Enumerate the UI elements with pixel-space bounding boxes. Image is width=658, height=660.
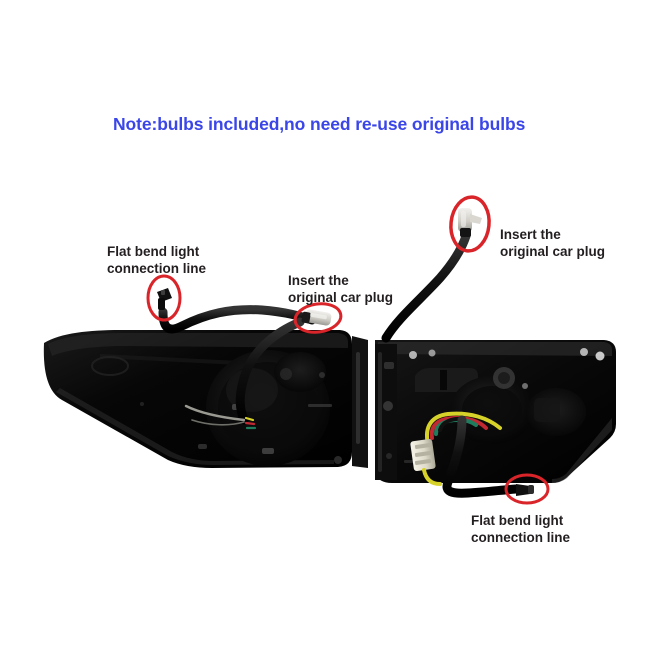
- left-panel-oval: [91, 356, 129, 376]
- callout-left-insert-plug: Insert the original car plug: [288, 272, 393, 306]
- right-recess-divider: [440, 370, 447, 390]
- marker-right-flat-bend: [504, 473, 550, 505]
- left-red-wire-stub: [244, 421, 256, 426]
- red-circle-markers: [146, 195, 550, 505]
- left-wiring-harness: [157, 288, 332, 430]
- right-bulb-holder-hole: [498, 372, 510, 384]
- left-mount-screw: [334, 456, 342, 464]
- left-secondary-chamber: [274, 352, 326, 392]
- right-screw-5: [522, 383, 528, 389]
- left-panel-dot: [140, 402, 144, 406]
- left-boss-detail: [280, 368, 292, 380]
- left-yellow-wire-stub: [244, 416, 255, 422]
- callout-line-2: original car plug: [500, 244, 606, 259]
- right-rail-hole-2: [386, 453, 392, 459]
- left-connector-tab: [161, 290, 165, 295]
- right-side-block: [534, 398, 560, 422]
- right-white-connector-block: [410, 439, 436, 471]
- right-yellow-wire-tail: [422, 468, 442, 486]
- marker-right-insert-plug: [449, 195, 491, 253]
- callout-right-insert-plug: Insert the original car plug: [500, 226, 605, 260]
- callout-line-2: original car plug: [288, 290, 394, 305]
- right-plug-boot: [460, 228, 471, 237]
- callout-line-2: connection line: [107, 261, 207, 276]
- left-screw-detail: [319, 372, 325, 378]
- left-moulded-text: [308, 404, 332, 407]
- right-yellow-wire: [425, 411, 502, 446]
- right-rail-slot: [384, 362, 394, 369]
- right-upper-cable: [381, 231, 471, 343]
- left-plug-highlight: [310, 312, 327, 320]
- left-original-car-plug: [301, 309, 332, 326]
- left-plug-boot: [301, 311, 311, 324]
- left-flange-rib: [356, 352, 360, 444]
- connector-block-rib-2: [414, 451, 432, 457]
- marker-left-insert-plug: [293, 302, 343, 334]
- right-rail-hole: [383, 401, 393, 411]
- left-flat-bend-connector: [157, 288, 172, 310]
- left-connector-neck: [158, 298, 165, 310]
- right-plug-highlight: [461, 211, 466, 227]
- left-lower-cable: [235, 317, 305, 425]
- callout-right-flat-bend-light: Flat bend light connection line: [471, 512, 570, 546]
- left-pigtail-wire: [184, 404, 246, 422]
- left-upper-cable: [158, 305, 317, 334]
- left-clip-b: [262, 448, 274, 454]
- connector-block-rib-1: [414, 443, 432, 449]
- right-screw-4: [595, 351, 605, 361]
- right-connector-head: [516, 484, 530, 496]
- marker-left-flat-bend: [146, 274, 182, 322]
- right-screw-2: [428, 349, 436, 357]
- right-connector-tab: [528, 485, 534, 494]
- callout-line-1: Flat bend light: [107, 244, 200, 259]
- connector-block-rib-3: [414, 459, 432, 465]
- callout-line-1: Insert the: [288, 273, 349, 288]
- callout-left-flat-bend-light: Flat bend light connection line: [107, 243, 206, 277]
- right-screw-3: [580, 348, 588, 356]
- right-plug-latch: [470, 214, 482, 224]
- right-reflector-bowl-inner: [462, 386, 522, 434]
- left-clip-c: [198, 444, 207, 449]
- right-screw-1: [409, 351, 417, 359]
- left-pigtail-wire-2: [191, 419, 245, 426]
- right-rail-rib: [378, 352, 382, 472]
- right-tail-light-assembly: [375, 340, 616, 483]
- right-lower-cable: [442, 415, 521, 498]
- callout-line-1: Flat bend light: [471, 513, 564, 528]
- callout-line-2: connection line: [471, 530, 571, 545]
- right-top-rim: [378, 342, 612, 356]
- callout-line-1: Insert the: [500, 227, 561, 242]
- note-banner: Note:bulbs included,no need re-use origi…: [113, 114, 526, 134]
- right-original-car-plug: [458, 208, 482, 237]
- right-flat-bend-connector: [516, 484, 534, 496]
- left-tail-light-assembly: [43, 330, 368, 468]
